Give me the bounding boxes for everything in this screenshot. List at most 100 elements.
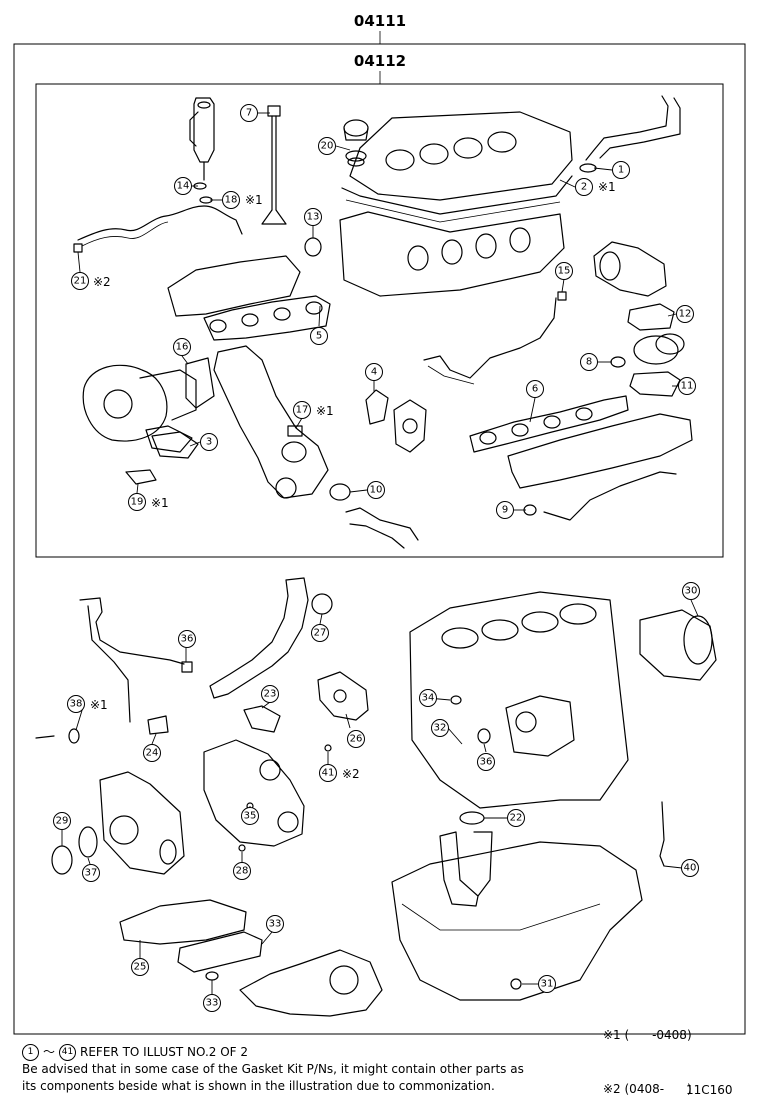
nut-21 — [73, 243, 83, 253]
svg-text:28: 28 — [236, 866, 249, 877]
advice-line-1: Be advised that in some case of the Gask… — [22, 1062, 524, 1076]
range-tilde: ～ — [43, 1045, 56, 1059]
svg-text:32: 32 — [434, 723, 447, 734]
oil-seal-27 — [311, 593, 333, 615]
callout-4: 4 — [365, 363, 383, 381]
gasket-11 — [629, 371, 681, 397]
svg-text:9: 9 — [502, 505, 508, 516]
gasket-17 — [287, 425, 303, 437]
callout-14: 14 — [174, 177, 192, 195]
svg-text:31: 31 — [541, 979, 554, 990]
callout-1: 1 — [612, 161, 630, 179]
callout-5: 5 — [310, 327, 328, 345]
gasket-19 — [125, 469, 157, 485]
water-inlet-housing — [593, 241, 667, 297]
callout-2: 2 — [575, 178, 593, 196]
callout-31: 31 — [538, 975, 556, 993]
svg-text:30: 30 — [685, 586, 698, 597]
water-outlet — [393, 399, 427, 453]
svg-text:26: 26 — [350, 734, 363, 745]
svg-text:36: 36 — [480, 757, 493, 768]
inner-kit-code: 04112 — [354, 52, 406, 70]
callout-7: 7 — [240, 104, 258, 122]
gasket-20 — [347, 157, 365, 167]
callout-25: 25 — [131, 958, 149, 976]
water-pump — [317, 671, 369, 721]
svg-text:19: 19 — [131, 497, 144, 508]
timing-cover-front — [203, 739, 305, 847]
callout-38: 38 — [67, 695, 85, 713]
gasket-24 — [147, 715, 169, 735]
svg-text:1: 1 — [618, 165, 624, 176]
svg-text:13: 13 — [307, 212, 320, 223]
svg-text:33: 33 — [269, 919, 282, 930]
range-end: 41 — [59, 1044, 77, 1061]
callout-35: 35 — [241, 807, 259, 825]
reference-marks: ※1 ※1 ※2 ※1 ※1 ※1 ※2 — [90, 180, 616, 781]
cylinder-block — [409, 591, 629, 809]
water-pipe-33 — [177, 931, 263, 981]
callouts: 1 2 3 4 5 6 7 8 9 10 11 12 13 14 15 16 1… — [53, 104, 700, 1012]
callout-17: 17 — [293, 401, 311, 419]
gasket-3 — [151, 431, 199, 459]
oil-level-gauge-guide — [79, 597, 185, 723]
valve-drawing — [261, 105, 287, 225]
callout-19: 19 — [128, 493, 146, 511]
oil-pump-assembly — [505, 695, 575, 757]
gasket-25 — [119, 899, 247, 945]
svg-text:36: 36 — [181, 634, 194, 645]
water-bypass-pipe — [209, 577, 309, 699]
inner-kit-frame — [35, 83, 724, 558]
svg-text:35: 35 — [244, 811, 257, 822]
callout-18: 18 — [222, 191, 240, 209]
outer-kit-code: 04111 — [354, 12, 406, 30]
callout-36-lower: 36 — [477, 753, 495, 771]
callout-9: 9 — [496, 501, 514, 519]
legend-star1: ※1 ( -0408) — [603, 1028, 692, 1042]
notes: 1 ～ 41 REFER TO ILLUST NO.2 OF 2 Be advi… — [22, 1044, 622, 1095]
gasket-1 — [579, 163, 597, 173]
svg-text:25: 25 — [134, 962, 147, 973]
svg-text:4: 4 — [371, 367, 377, 378]
range-start: 1 — [22, 1044, 39, 1061]
glow-plug-harness — [77, 205, 243, 241]
svg-text:8: 8 — [586, 357, 592, 368]
svg-text:17: 17 — [296, 405, 309, 416]
svg-text:6: 6 — [532, 384, 538, 395]
oil-strainer — [439, 831, 493, 907]
svg-text:※1: ※1 — [245, 193, 263, 207]
gasket-4 — [365, 389, 389, 425]
o-ring-36-upper — [477, 728, 491, 744]
svg-text:20: 20 — [321, 141, 334, 152]
svg-text:※1: ※1 — [151, 496, 169, 510]
sensor-harness — [423, 297, 557, 379]
svg-text:7: 7 — [246, 108, 252, 119]
callout-23: 23 — [261, 685, 279, 703]
callout-28: 28 — [233, 862, 251, 880]
svg-text:16: 16 — [176, 342, 189, 353]
oil-filler-cap — [343, 119, 369, 162]
callout-24: 24 — [143, 744, 161, 762]
svg-text:33: 33 — [206, 998, 219, 1009]
egr-valve — [633, 333, 685, 365]
callout-33-lower: 33 — [203, 994, 221, 1012]
intake-manifold — [507, 413, 693, 489]
gasket-23 — [243, 705, 281, 733]
svg-text:5: 5 — [316, 331, 322, 342]
timing-cover-rear — [99, 771, 185, 875]
svg-text:24: 24 — [146, 748, 159, 759]
callout-20: 20 — [318, 137, 336, 155]
refer-note: 1 ～ 41 REFER TO ILLUST NO.2 OF 2 — [22, 1044, 622, 1061]
oil-pan — [391, 841, 643, 1001]
callout-32: 32 — [431, 719, 449, 737]
pipe-38 — [35, 735, 55, 739]
exhaust-pipe — [213, 345, 329, 499]
oil-seal-29 — [51, 845, 73, 875]
svg-text:40: 40 — [684, 863, 697, 874]
callout-36-upper: 36 — [178, 630, 196, 648]
injector-drawing — [189, 97, 215, 181]
svg-text:41: 41 — [322, 768, 335, 779]
intake-pipe — [543, 471, 677, 521]
callout-16: 16 — [173, 338, 191, 356]
